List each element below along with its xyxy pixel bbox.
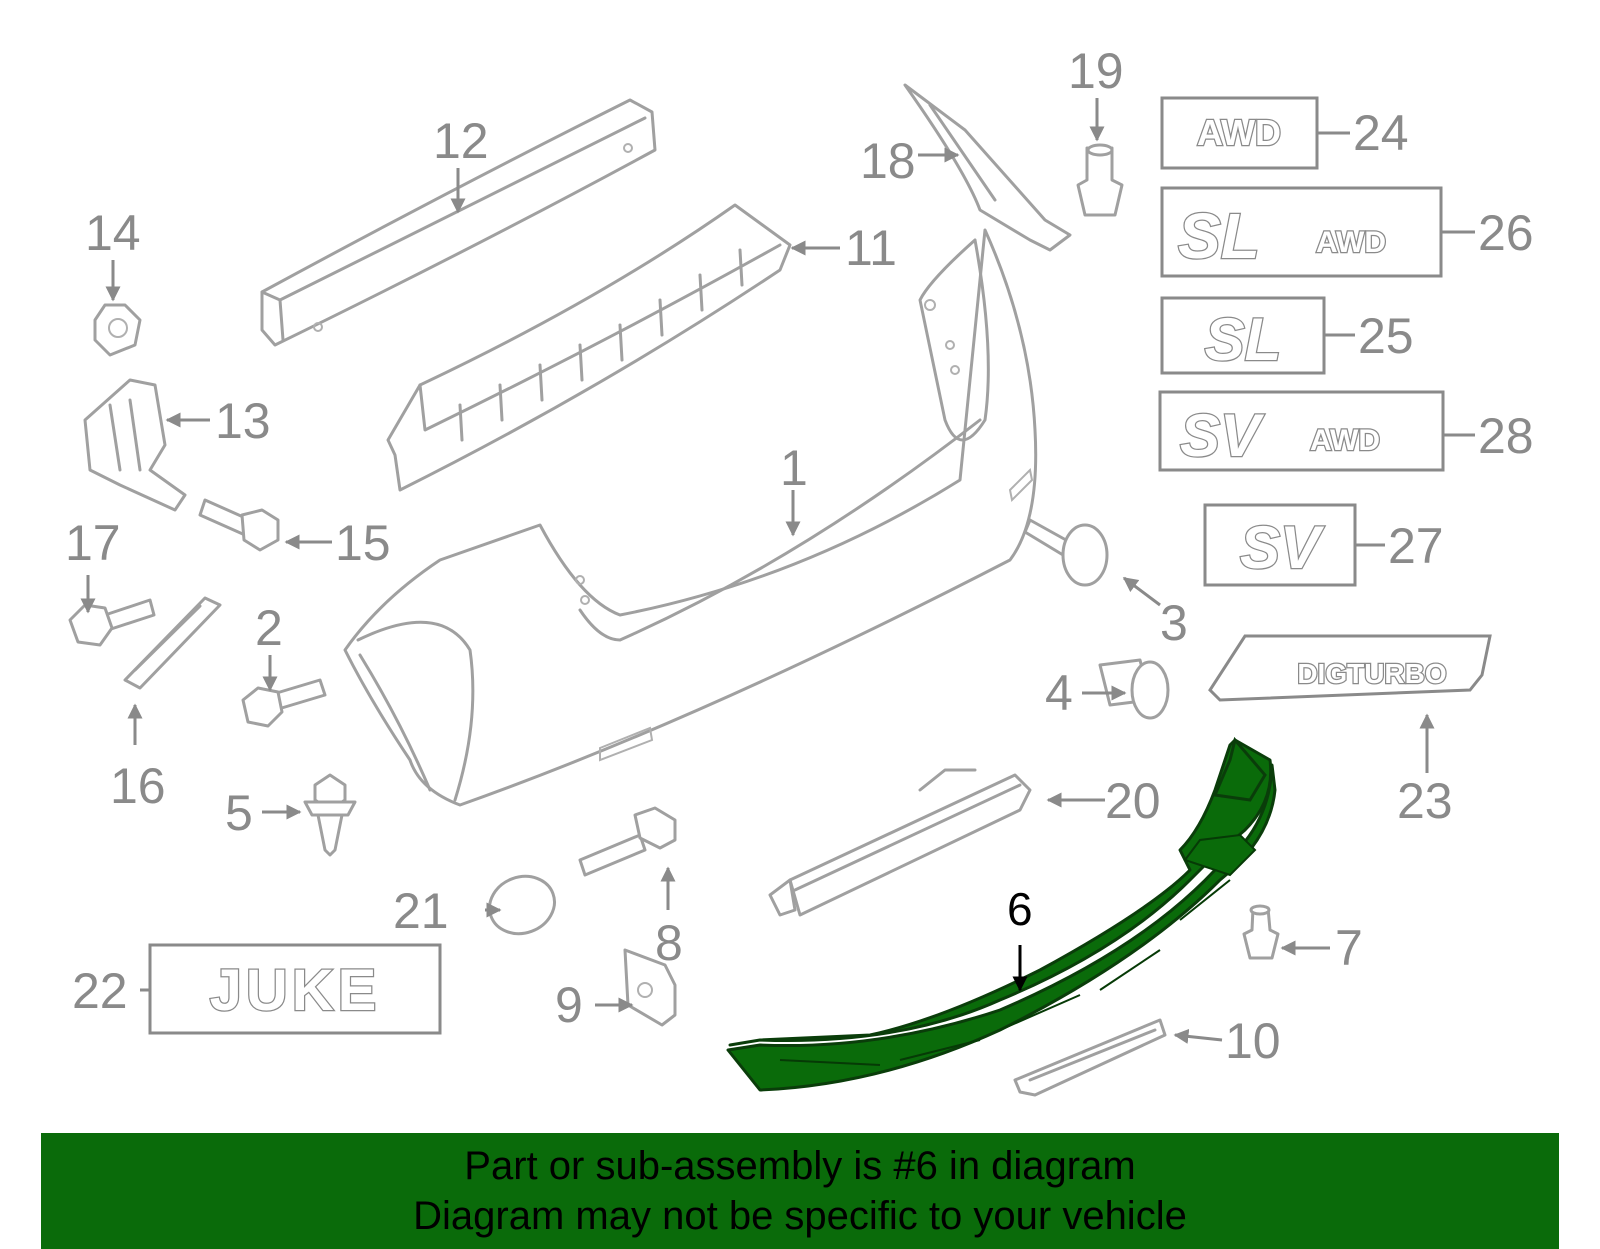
label-26: 26 bbox=[1478, 205, 1534, 261]
label-18: 18 bbox=[860, 133, 916, 189]
part-1-bumper-fascia[interactable] bbox=[343, 228, 1038, 807]
badge-24-awd[interactable]: AWD bbox=[1160, 96, 1319, 170]
svg-text:JUKE: JUKE bbox=[210, 958, 381, 1023]
callout-labels: 12 11 14 13 15 17 16 2 5 1 3 4 18 19 20 … bbox=[65, 43, 1534, 1069]
label-3: 3 bbox=[1160, 595, 1188, 651]
part-3-rivet[interactable] bbox=[1023, 518, 1109, 587]
part-19-clip[interactable] bbox=[1076, 143, 1124, 217]
part-16-strip[interactable] bbox=[123, 596, 222, 690]
banner-line-1: Part or sub-assembly is #6 in diagram bbox=[464, 1144, 1136, 1188]
badge-23-digturbo[interactable]: DIGTURBO bbox=[1208, 634, 1492, 702]
part-8-bolt[interactable] bbox=[578, 806, 677, 877]
part-15-bolt[interactable] bbox=[198, 498, 280, 552]
label-6-highlighted: 6 bbox=[1007, 883, 1033, 935]
badge-26-sl-awd[interactable]: SL AWD bbox=[1160, 186, 1443, 278]
part-10-strip[interactable] bbox=[1013, 1018, 1167, 1097]
label-19: 19 bbox=[1068, 43, 1124, 99]
label-15: 15 bbox=[335, 515, 391, 571]
svg-text:AWD: AWD bbox=[1316, 226, 1386, 259]
label-11: 11 bbox=[845, 220, 897, 276]
label-17: 17 bbox=[65, 515, 121, 571]
part-20-reflector[interactable] bbox=[768, 768, 1032, 917]
part-14-nut[interactable] bbox=[93, 303, 142, 357]
label-21: 21 bbox=[393, 883, 449, 939]
part-7-clip[interactable] bbox=[1242, 904, 1280, 960]
label-14: 14 bbox=[85, 205, 141, 261]
label-25: 25 bbox=[1358, 308, 1414, 364]
banner-line-2: Diagram may not be specific to your vehi… bbox=[413, 1194, 1187, 1238]
label-20: 20 bbox=[1105, 773, 1161, 829]
label-16: 16 bbox=[110, 758, 166, 814]
badge-27-sv[interactable]: SV bbox=[1203, 503, 1357, 587]
part-11-absorber[interactable] bbox=[386, 203, 792, 492]
part-5-push-clip[interactable] bbox=[303, 773, 357, 857]
label-12: 12 bbox=[433, 113, 489, 169]
badge-25-sl[interactable]: SL bbox=[1160, 296, 1326, 375]
label-23: 23 bbox=[1397, 773, 1453, 829]
label-5: 5 bbox=[225, 785, 253, 841]
label-2: 2 bbox=[255, 600, 283, 656]
svg-text:AWD: AWD bbox=[1197, 112, 1281, 153]
svg-text:DIGTURBO: DIGTURBO bbox=[1297, 658, 1446, 689]
leader-lines bbox=[80, 98, 1475, 1044]
part-18-bracket[interactable] bbox=[903, 83, 1072, 252]
label-22: 22 bbox=[72, 963, 128, 1019]
badge-22-juke[interactable]: JUKE bbox=[148, 943, 442, 1035]
svg-text:SV: SV bbox=[1180, 402, 1265, 469]
label-27: 27 bbox=[1388, 518, 1444, 574]
svg-text:AWD: AWD bbox=[1310, 424, 1380, 457]
part-6-lower-valance[interactable] bbox=[726, 736, 1277, 1092]
label-8: 8 bbox=[655, 915, 683, 971]
part-13-side-bracket[interactable] bbox=[83, 378, 187, 512]
label-28: 28 bbox=[1478, 408, 1534, 464]
label-1: 1 bbox=[780, 440, 808, 496]
part-21-cap[interactable] bbox=[481, 867, 562, 942]
parts-diagram: AWD SL AWD SL SV AWD SV DIGTURBO JUKE bbox=[65, 43, 1534, 1097]
label-7: 7 bbox=[1335, 920, 1363, 976]
label-24: 24 bbox=[1353, 105, 1409, 161]
svg-text:SL: SL bbox=[1178, 200, 1260, 272]
part-2-bolt[interactable] bbox=[241, 678, 327, 728]
label-4: 4 bbox=[1045, 665, 1073, 721]
part-17-bolt[interactable] bbox=[68, 598, 156, 647]
label-13: 13 bbox=[215, 393, 271, 449]
part-4-grommet[interactable] bbox=[1098, 658, 1170, 720]
label-9: 9 bbox=[555, 977, 583, 1033]
svg-text:SV: SV bbox=[1240, 514, 1325, 581]
svg-text:SL: SL bbox=[1205, 306, 1282, 373]
label-10: 10 bbox=[1225, 1013, 1281, 1069]
info-banner: Part or sub-assembly is #6 in diagram Di… bbox=[41, 1133, 1559, 1249]
badge-28-sv-awd[interactable]: SV AWD bbox=[1158, 390, 1445, 472]
